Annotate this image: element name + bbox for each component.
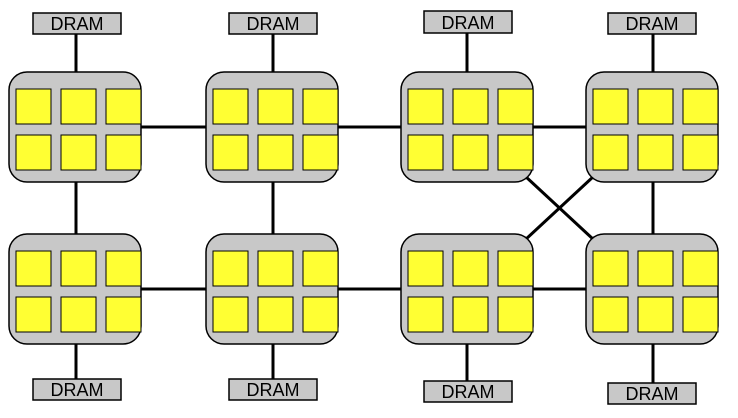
core (212, 88, 249, 125)
core (302, 88, 339, 125)
dram-top-4: DRAM (607, 12, 697, 35)
core (407, 296, 444, 333)
core (407, 134, 444, 171)
core (407, 250, 444, 287)
node-top-3 (400, 71, 534, 183)
core (302, 134, 339, 171)
dram-top-2: DRAM (228, 12, 318, 35)
dram-bottom-4: DRAM (607, 382, 697, 405)
node-bottom-4 (585, 233, 719, 345)
core (682, 250, 719, 287)
core (637, 250, 674, 287)
core (497, 134, 534, 171)
core (15, 250, 52, 287)
node-bottom-2 (205, 233, 339, 345)
core (105, 88, 142, 125)
core (592, 296, 629, 333)
core (682, 296, 719, 333)
dram-top-1: DRAM (32, 12, 122, 35)
core (452, 134, 489, 171)
core (212, 250, 249, 287)
link-top-4-bottom-3 (523, 174, 596, 242)
core (302, 250, 339, 287)
core (592, 88, 629, 125)
core (212, 134, 249, 171)
dram-bottom-2: DRAM (228, 378, 318, 401)
dram-label: DRAM (442, 382, 495, 402)
dram-label: DRAM (442, 13, 495, 33)
node-bottom-1 (8, 233, 142, 345)
node-top-4 (585, 71, 719, 183)
core (452, 88, 489, 125)
core (105, 296, 142, 333)
core (592, 134, 629, 171)
interconnect-links (74, 33, 655, 384)
core (497, 296, 534, 333)
core (682, 134, 719, 171)
core (637, 134, 674, 171)
dram-top-3: DRAM (423, 10, 513, 34)
dram-label: DRAM (247, 14, 300, 34)
dram-bottom-3: DRAM (423, 380, 513, 403)
core (257, 296, 294, 333)
core (302, 296, 339, 333)
core (105, 250, 142, 287)
core (60, 296, 97, 333)
core (682, 88, 719, 125)
core (212, 296, 249, 333)
node-top-2 (205, 71, 339, 183)
dram-bottom-1: DRAM (32, 378, 122, 401)
core (15, 134, 52, 171)
core (497, 250, 534, 287)
core (60, 250, 97, 287)
core (257, 250, 294, 287)
core (257, 134, 294, 171)
dram-label: DRAM (51, 14, 104, 34)
core (637, 88, 674, 125)
dram-label: DRAM (626, 384, 679, 404)
node-top-1 (8, 71, 142, 183)
dram-modules: DRAM DRAM DRAM DRAM DRAM DRAM DRAM DRAM (32, 10, 697, 405)
dram-label: DRAM (626, 14, 679, 34)
node-bottom-3 (400, 233, 534, 345)
dram-label: DRAM (247, 380, 300, 400)
core (60, 134, 97, 171)
core (497, 88, 534, 125)
core (105, 134, 142, 171)
processor-nodes (8, 71, 719, 345)
dram-label: DRAM (51, 380, 104, 400)
core (407, 88, 444, 125)
core (452, 296, 489, 333)
core (637, 296, 674, 333)
core (15, 88, 52, 125)
core (592, 250, 629, 287)
core (452, 250, 489, 287)
core (257, 88, 294, 125)
core (60, 88, 97, 125)
core (15, 296, 52, 333)
